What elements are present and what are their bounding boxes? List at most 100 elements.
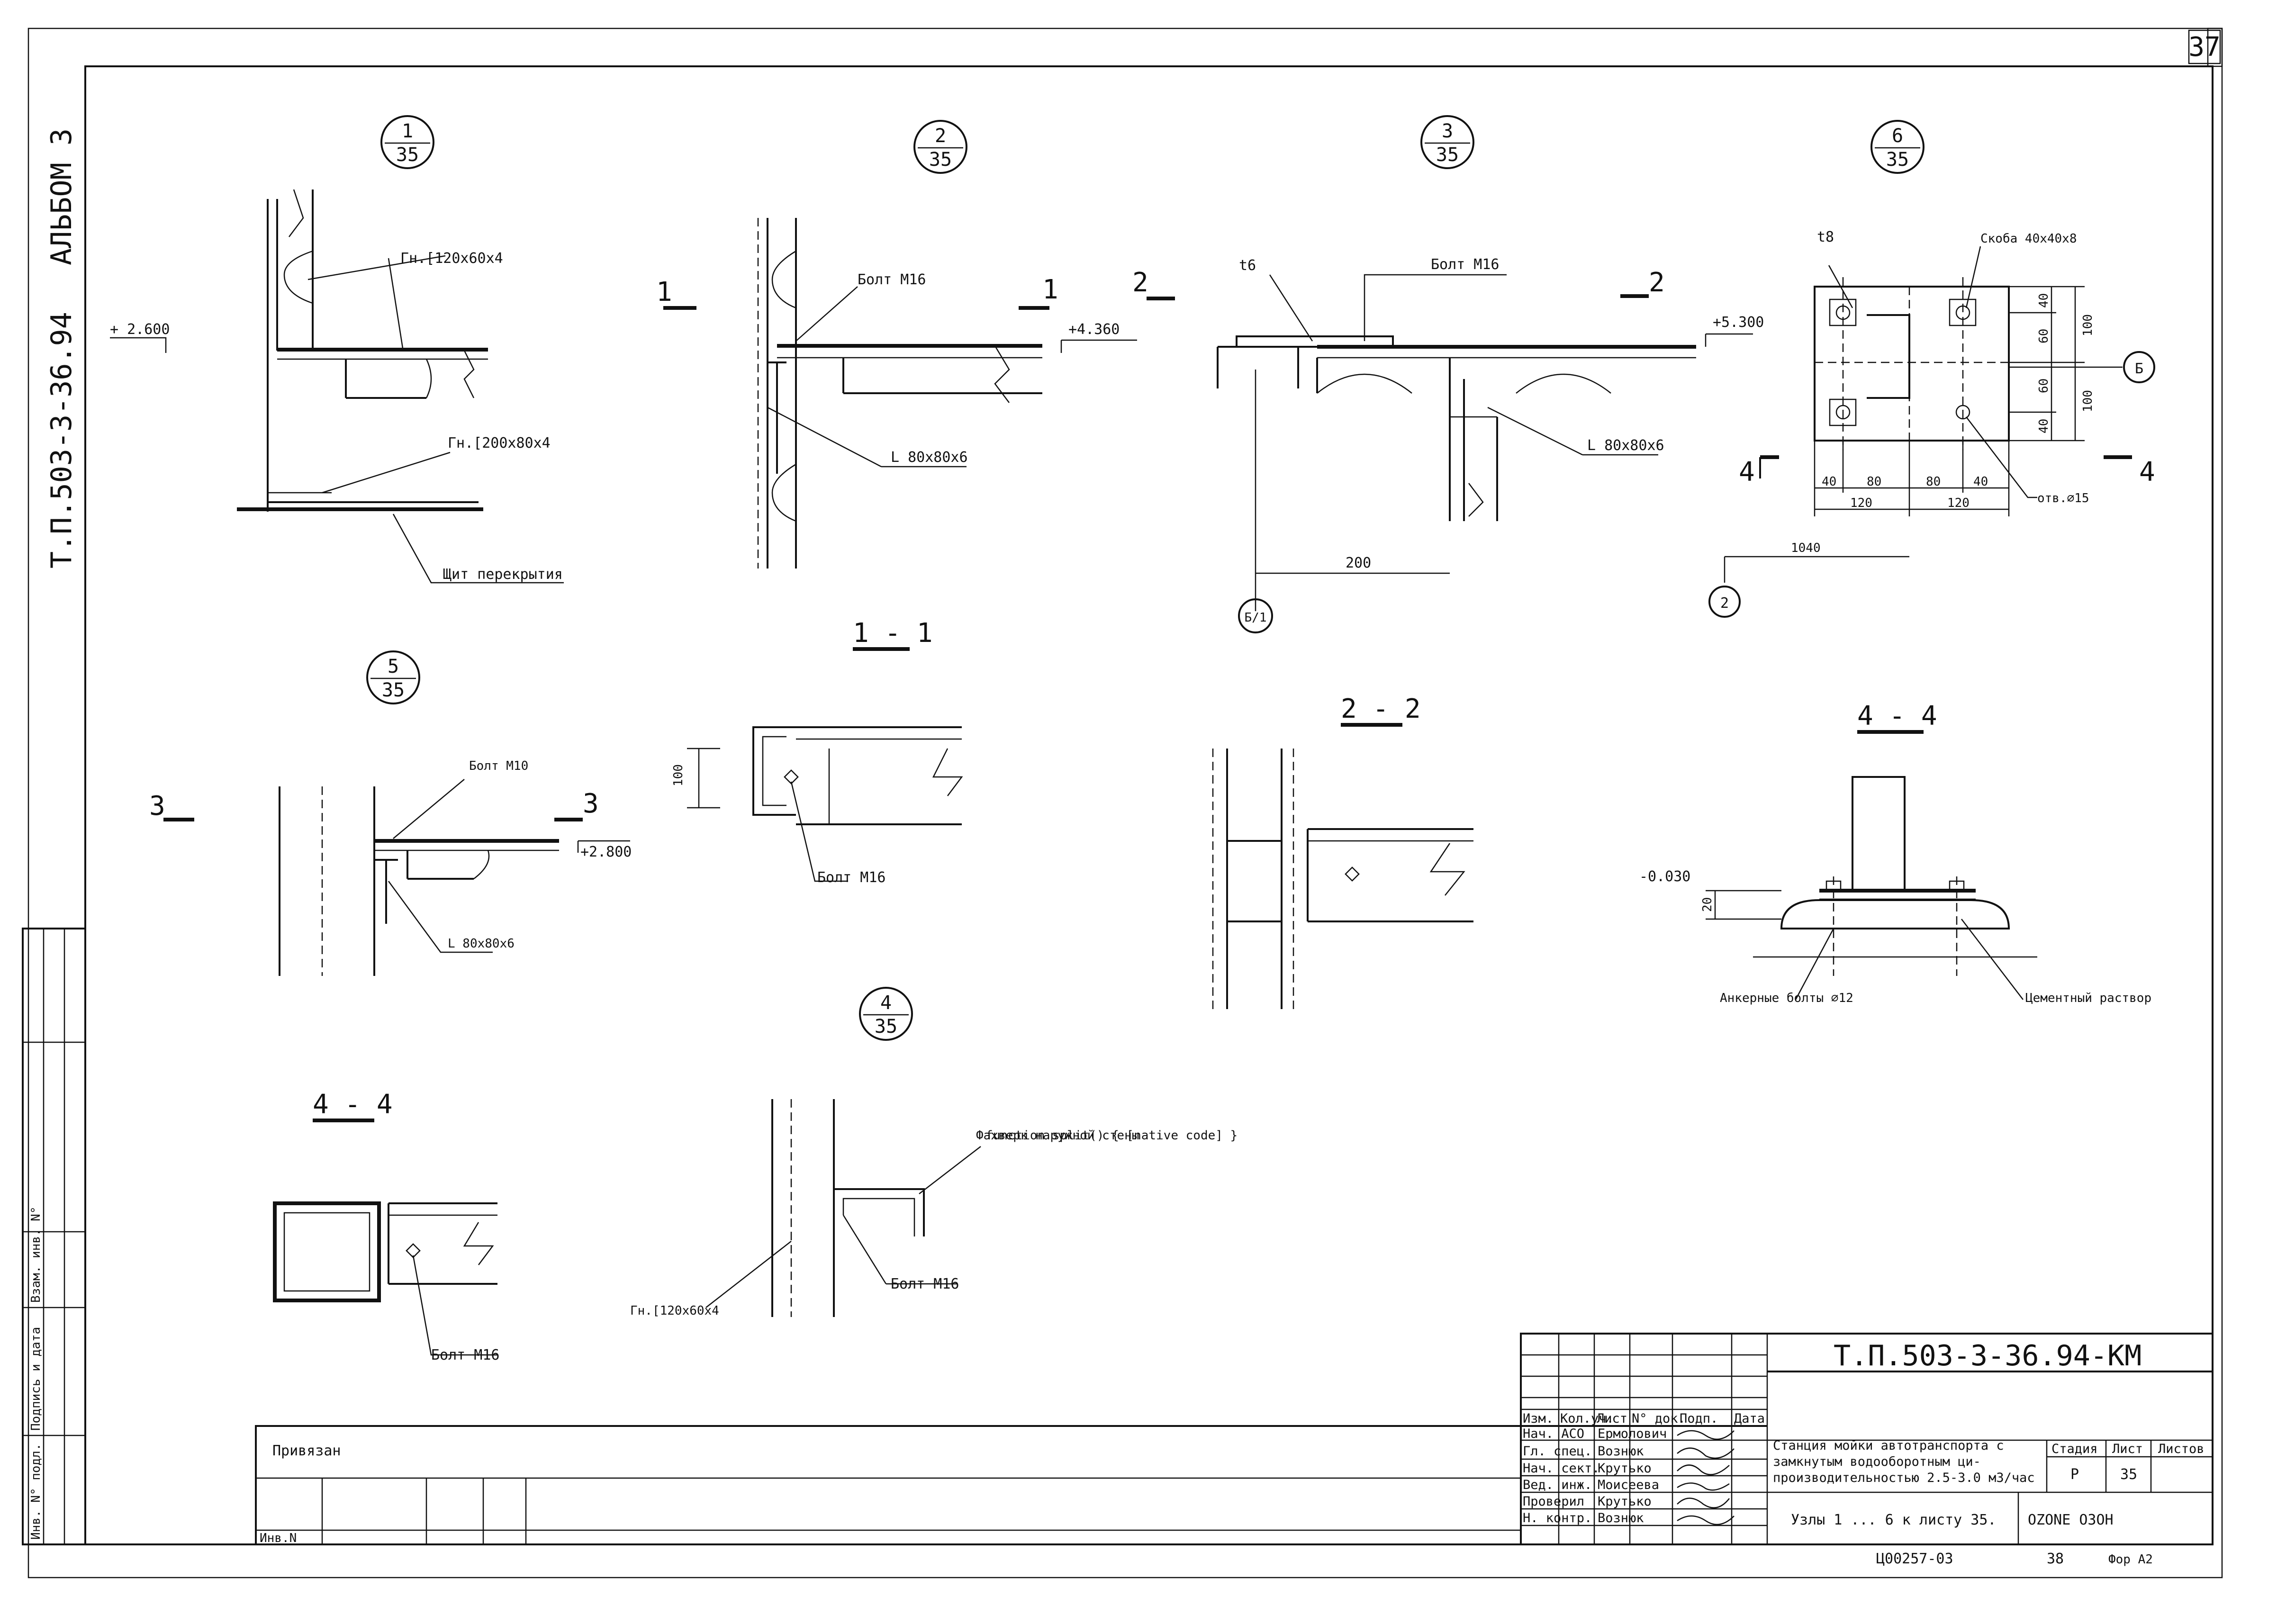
node-6: 6 35 Б t8 Скоба 40х40х8 отв.⌀15 40 80 — [1708, 120, 2155, 618]
svg-text:100: 100 — [2081, 390, 2095, 412]
section-2-2: 2 - 2 — [1212, 694, 1473, 1009]
svg-text:120: 120 — [1947, 496, 1970, 510]
svg-text:Лист: Лист — [1597, 1411, 1627, 1426]
svg-text:+ 2.600: + 2.600 — [110, 321, 170, 338]
svg-text:40: 40 — [2037, 293, 2051, 308]
svg-text:Вед. инж.: Вед. инж. — [1523, 1478, 1592, 1492]
svg-text:80: 80 — [1867, 475, 1881, 489]
svg-text:1: 1 — [1042, 274, 1058, 305]
svg-text:Узлы 1 ... 6 к листу 35.: Узлы 1 ... 6 к листу 35. — [1791, 1512, 1996, 1528]
svg-text:Моисеева: Моисеева — [1598, 1478, 1659, 1492]
drawing-code: Т.П.503-3-36.94-КМ — [1834, 1339, 2141, 1372]
svg-text:Вознюк: Вознюк — [1598, 1511, 1644, 1525]
svg-text:Гл. спец.: Гл. спец. — [1523, 1444, 1592, 1459]
svg-text:35: 35 — [382, 679, 405, 701]
svg-text:Р: Р — [2070, 1466, 2079, 1483]
svg-text:1: 1 — [402, 120, 413, 142]
svg-text:Анкерные болты ⌀12: Анкерные болты ⌀12 — [1720, 991, 1853, 1005]
svg-text:Взам. инв. N°: Взам. инв. N° — [29, 1207, 43, 1303]
svg-text:Изм.: Изм. — [1523, 1411, 1554, 1426]
svg-text:Болт М16: Болт М16 — [817, 869, 886, 886]
svg-text:Болт М10: Болт М10 — [469, 759, 528, 773]
svg-text:Станция мойки автотранспорта с: Станция мойки автотранспорта с — [1773, 1438, 2004, 1453]
svg-text:-0.030: -0.030 — [1639, 868, 1690, 885]
svg-text:4 - 4: 4 - 4 — [1857, 701, 1937, 731]
svg-text:Щит перекрытия: Щит перекрытия — [443, 566, 563, 583]
svg-text:N° док.: N° док. — [1632, 1411, 1686, 1426]
svg-text:Скоба 40х40х8: Скоба 40х40х8 — [1980, 232, 2077, 246]
svg-text:35: 35 — [396, 144, 419, 166]
svg-text:4: 4 — [1739, 457, 1755, 487]
section-1-1: 1 - 1 Болт М16 100 — [671, 618, 963, 886]
svg-text:35: 35 — [1886, 149, 1909, 171]
svg-text:4 - 4: 4 - 4 — [313, 1089, 393, 1120]
svg-text:3: 3 — [149, 791, 165, 821]
svg-text:35: 35 — [875, 1016, 897, 1038]
svg-text:6: 6 — [1892, 125, 1903, 147]
node-5: 5 35 Болт М10 L 80х80х6 +2.800 3 3 — [149, 650, 632, 976]
svg-text:Ермолович: Ермолович — [1598, 1426, 1667, 1441]
svg-text:5: 5 — [388, 656, 399, 677]
svg-text:function split() { [native cod: function split() { [native code] } — [985, 1128, 1238, 1143]
svg-text:L 80х80х6: L 80х80х6 — [891, 449, 968, 466]
svg-text:Н. контр.: Н. контр. — [1523, 1511, 1592, 1525]
page-number: 37 — [2188, 32, 2220, 63]
left-stamp: Инв. N° подл. Подпись и дата Взам. инв. … — [22, 928, 86, 1545]
svg-text:2 - 2: 2 - 2 — [1341, 694, 1421, 724]
svg-text:80: 80 — [1926, 475, 1941, 489]
svg-text:L 80х80х6: L 80х80х6 — [448, 937, 515, 951]
svg-text:Гн.[120х60х4: Гн.[120х60х4 — [630, 1304, 719, 1318]
svg-text:Нач. АСО: Нач. АСО — [1523, 1426, 1584, 1441]
svg-text:t6: t6 — [1239, 257, 1256, 274]
svg-text:Стадия: Стадия — [2051, 1442, 2098, 1456]
section-4-4-left: 4 - 4 Болт М16 — [273, 1089, 500, 1363]
svg-text:120: 120 — [1850, 496, 1872, 510]
svg-text:60: 60 — [2037, 379, 2051, 393]
svg-text:40: 40 — [1973, 475, 1988, 489]
svg-text:40: 40 — [1822, 475, 1836, 489]
svg-text:Цементный раствор: Цементный раствор — [2025, 991, 2151, 1005]
svg-text:Гн.[120х60х4: Гн.[120х60х4 — [400, 250, 503, 267]
svg-text:35: 35 — [2120, 1466, 2137, 1483]
svg-text:Инв. N° подл.: Инв. N° подл. — [29, 1444, 43, 1540]
node-4: 4 35 function split() { [native code] } … — [630, 987, 1238, 1318]
svg-text:Болт М16: Болт М16 — [1431, 256, 1500, 273]
svg-text:Крутько: Крутько — [1598, 1461, 1652, 1476]
svg-text:1 - 1: 1 - 1 — [853, 618, 933, 649]
svg-text:3: 3 — [1442, 120, 1453, 142]
svg-text:Привязан: Привязан — [272, 1443, 341, 1459]
fachwerk-label: Фахверк наружной стены — [976, 1128, 1139, 1143]
format-label: Фор А2 — [2108, 1552, 2153, 1567]
svg-text:Болт М16: Болт М16 — [891, 1276, 959, 1292]
svg-text:Кол.уч.: Кол.уч. — [1560, 1411, 1614, 1426]
svg-text:Лист: Лист — [2112, 1442, 2143, 1456]
svg-text:2: 2 — [1720, 595, 1729, 612]
svg-text:40: 40 — [2037, 419, 2051, 433]
svg-text:Инв.N: Инв.N — [260, 1531, 297, 1545]
svg-text:замкнутым водооборотным ци-: замкнутым водооборотным ци- — [1773, 1454, 1981, 1469]
svg-text:20: 20 — [1700, 897, 1715, 912]
svg-text:2: 2 — [1132, 267, 1148, 298]
svg-text:Проверил: Проверил — [1523, 1494, 1584, 1509]
svg-text:4: 4 — [2139, 457, 2155, 487]
svg-text:Б/1: Б/1 — [1245, 611, 1267, 625]
svg-text:Подпись и дата: Подпись и дата — [29, 1327, 43, 1431]
svg-text:3: 3 — [583, 788, 599, 819]
bottom-num: 38 — [2047, 1551, 2064, 1567]
svg-text:35: 35 — [1436, 144, 1459, 166]
svg-text:Дата: Дата — [1734, 1411, 1765, 1426]
title-block: Привязан Инв.N Изм. Кол.уч. Лист N° док.… — [255, 1333, 2214, 1545]
svg-text:Листов: Листов — [2158, 1442, 2205, 1456]
node-1: 1 35 Гн.[120х60х4 Гн.[200х80х4 Щит перек… — [110, 115, 564, 584]
svg-text:Б: Б — [2135, 361, 2143, 377]
svg-text:+4.360: +4.360 — [1068, 321, 1120, 338]
svg-text:+2.800: +2.800 — [580, 844, 632, 860]
svg-text:+5.300: +5.300 — [1713, 314, 1764, 331]
node-3: 3 35 200 Б/1 t6 Болт М16 L 80х80х6 +5.30… — [1132, 115, 1764, 633]
inner-border — [84, 65, 2214, 1545]
svg-text:Крутько: Крутько — [1598, 1494, 1652, 1509]
svg-text:60: 60 — [2037, 329, 2051, 343]
outer-frame — [27, 27, 2223, 1579]
svg-text:Болт М16: Болт М16 — [858, 271, 926, 288]
